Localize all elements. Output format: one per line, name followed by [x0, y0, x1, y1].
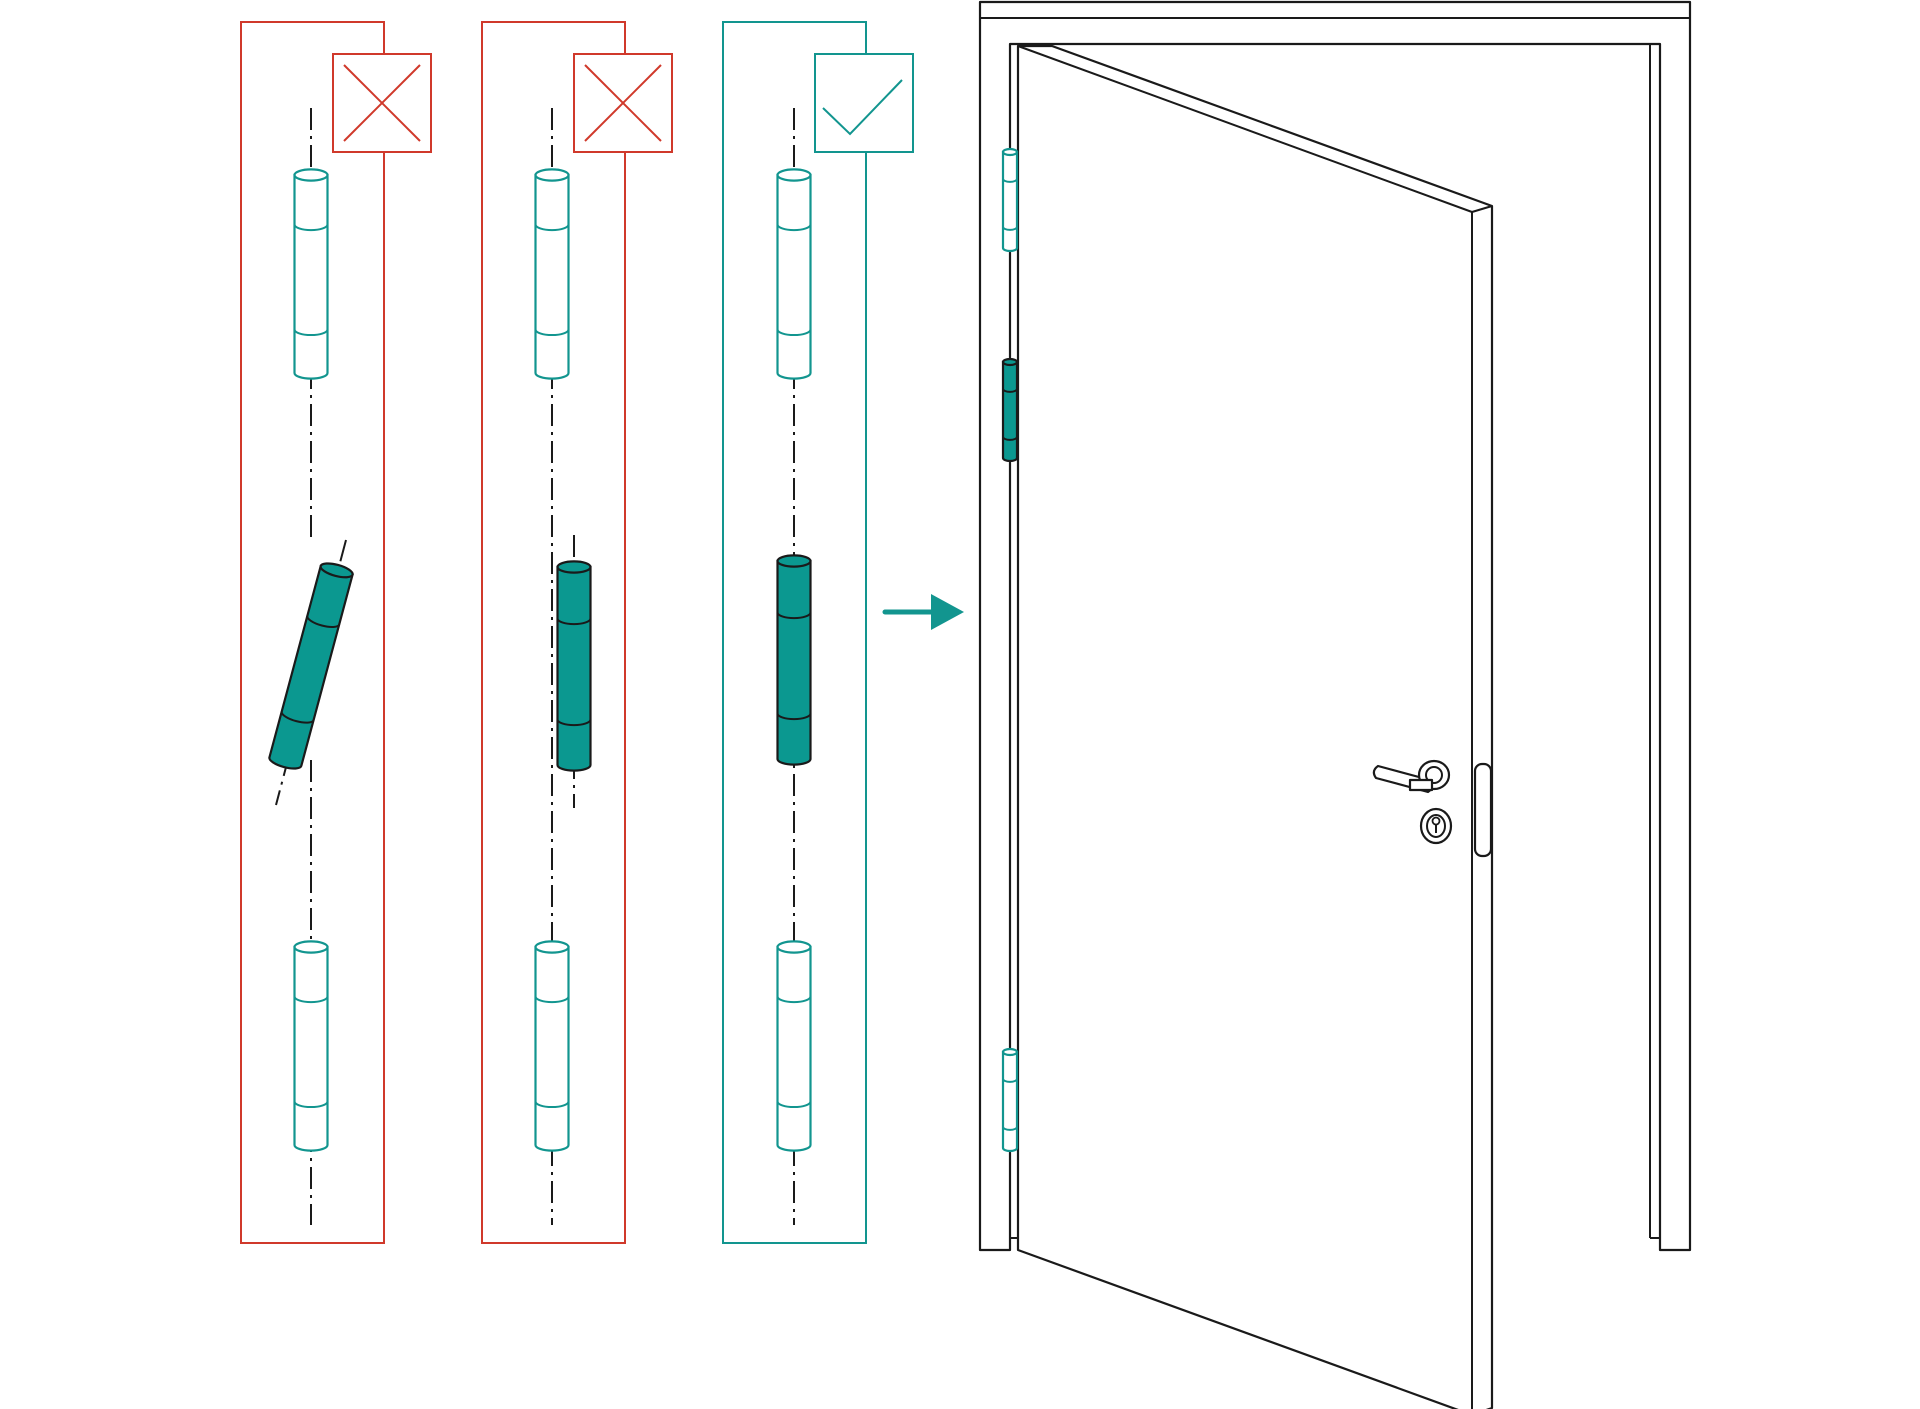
lever-handle — [1372, 759, 1451, 794]
hinge-cap — [556, 560, 592, 574]
panel-2-frame — [481, 21, 626, 1244]
latch-plate — [1473, 762, 1493, 858]
hinge-knuckle-joint — [534, 224, 570, 232]
panel-3 — [722, 21, 914, 1244]
upper-hinge — [293, 168, 329, 380]
hinge-barrel — [268, 564, 354, 770]
hinge-knuckle-joint — [776, 612, 812, 620]
hinge-cap — [319, 562, 354, 579]
hinge-barrel — [776, 559, 812, 766]
hinge-barrel — [534, 945, 570, 1152]
hinge-barrel — [556, 565, 592, 772]
panel-3-frame — [722, 21, 867, 1244]
middle-hinge-misaligned — [556, 560, 592, 772]
hinge-barrel — [776, 945, 812, 1152]
hinge-knuckle-joint — [293, 224, 329, 232]
hinge-cap — [776, 554, 812, 568]
hinge-cap — [293, 940, 329, 954]
hinge-knuckle-joint — [534, 329, 570, 337]
hinge-knuckle-joint — [556, 618, 592, 626]
hinge-knuckle-joint — [776, 996, 812, 1004]
hinge-knuckle-joint — [534, 1101, 570, 1109]
check-icon — [822, 79, 903, 136]
hinge-barrel — [293, 945, 329, 1152]
hinge-knuckle-joint — [1002, 436, 1018, 441]
hinge-barrel — [776, 173, 812, 380]
upper-hinge — [776, 168, 812, 380]
hinge-knuckle-joint — [293, 996, 329, 1004]
lower-hinge — [293, 940, 329, 1152]
hinge-cap — [776, 168, 812, 182]
hinge-cap — [534, 168, 570, 182]
hinge-barrel — [534, 173, 570, 380]
hinge-cap — [776, 940, 812, 954]
cross-icon — [343, 64, 421, 142]
lower-hinge — [776, 940, 812, 1152]
hinge-knuckle-joint — [306, 615, 341, 628]
hinge-knuckle-joint — [1002, 178, 1018, 183]
middle-hinge-misaligned — [268, 562, 354, 770]
middle-hinge-aligned — [776, 554, 812, 766]
hinge-knuckle-joint — [776, 224, 812, 232]
cross-icon — [584, 64, 662, 142]
hinge-knuckle-joint — [776, 713, 812, 721]
panel-2 — [481, 21, 673, 1244]
hinge-knuckle-joint — [293, 329, 329, 337]
hinge-cap — [293, 168, 329, 182]
hinge-barrel — [293, 173, 329, 380]
status-badge-1 — [332, 53, 432, 153]
panel-1-frame — [240, 21, 385, 1244]
door-illustration — [978, 0, 1692, 1409]
hinge-cap — [1001, 357, 1019, 367]
lower-hinge — [1001, 1047, 1019, 1153]
keyhole-escutcheon — [1419, 807, 1453, 845]
middle-hinge-highlighted — [1001, 357, 1019, 463]
hinge-barrel — [1001, 150, 1019, 253]
arrow-right-icon — [882, 594, 964, 630]
hinge-knuckle-joint — [1002, 226, 1018, 231]
hinge-cap — [1001, 1047, 1019, 1057]
hinge-knuckle-joint — [1002, 1126, 1018, 1131]
status-badge-2 — [573, 53, 673, 153]
hinge-knuckle-joint — [1002, 388, 1018, 393]
hinge-knuckle-joint — [534, 996, 570, 1004]
upper-hinge — [534, 168, 570, 380]
hinge-knuckle-joint — [776, 329, 812, 337]
hinge-knuckle-joint — [556, 719, 592, 727]
door-leaf — [1016, 44, 1494, 1409]
panel-1 — [240, 21, 432, 1244]
lower-hinge — [534, 940, 570, 1152]
hinge-barrel — [1001, 360, 1019, 463]
door-frame — [978, 0, 1692, 1252]
hinge-knuckle-joint — [1002, 1078, 1018, 1083]
upper-hinge — [1001, 147, 1019, 253]
hinge-knuckle-joint — [776, 1101, 812, 1109]
hinge-knuckle-joint — [280, 711, 315, 724]
status-badge-3 — [814, 53, 914, 153]
hinge-barrel — [1001, 1050, 1019, 1153]
hinge-knuckle-joint — [293, 1101, 329, 1109]
hinge-cap — [1001, 147, 1019, 157]
hinge-cap — [534, 940, 570, 954]
